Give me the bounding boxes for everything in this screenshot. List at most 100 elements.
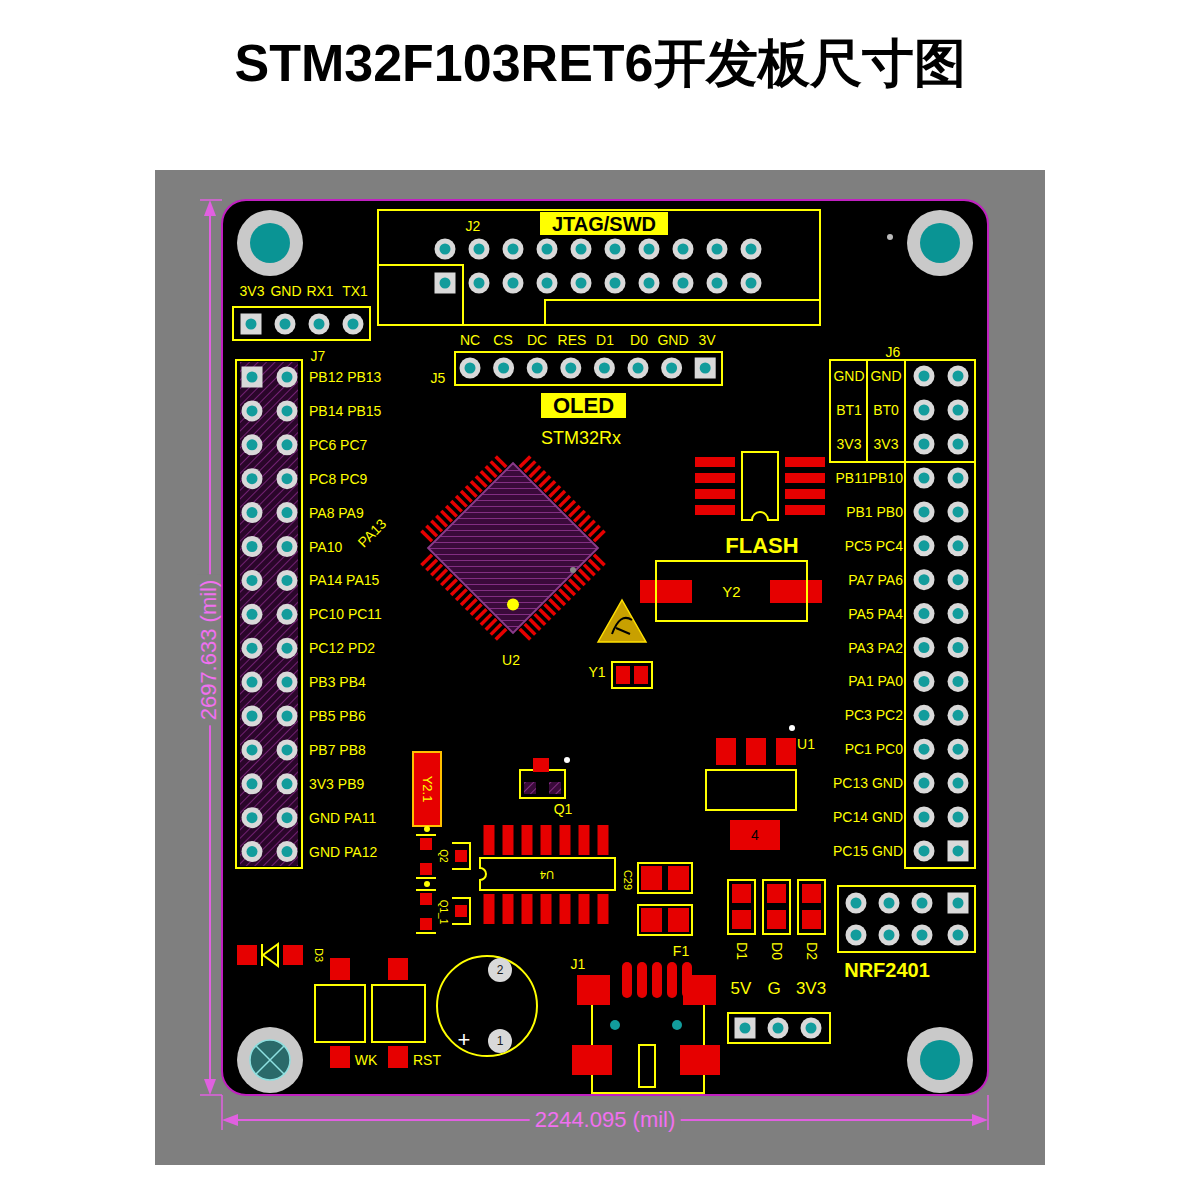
header-pin-hole [712,244,723,255]
pin-label: PC10 PC11 [309,607,382,621]
header-pin-pad [277,468,298,489]
pcb-board [222,200,988,1095]
pin-label: 3V3 [240,284,265,298]
header-pin-hole [610,278,621,289]
silkscreen-label: J6 [886,345,901,359]
header-pin-hole [953,439,964,450]
buzzer-outline [437,956,537,1056]
transistor-pad [524,782,536,794]
button-outline [315,985,365,1042]
transistor-pad [420,863,432,875]
header-pin-pad [914,671,935,692]
header-pin-hole [282,541,293,552]
header-pin-hole [247,575,258,586]
transistor-pad [455,850,467,862]
pin-label: PB3 PB4 [309,675,366,689]
fuse-body [413,752,441,826]
header-pin-pad [914,807,935,828]
transistor-pad [455,905,467,917]
header-pin-hole [599,363,610,374]
node-text: OLED [553,395,614,417]
header-pin-hole [644,244,655,255]
header-pin-pad [673,239,694,260]
extension-line [221,1095,223,1130]
dimension-arrow [222,1114,238,1126]
header-outline [905,360,975,868]
pin-label: D0 [630,333,648,347]
header-pin-hole [953,642,964,653]
ic-pad [579,894,590,924]
header-pin-hole [576,278,587,289]
silkscreen-label: D3 [313,948,324,962]
header-pin-pad [435,239,456,260]
header-pin-hole [953,676,964,687]
header-pin-pad [914,637,935,658]
header-pin-pad [277,841,298,862]
header-pin-hole [953,845,964,856]
header-pin-hole [282,439,293,450]
ic-pad [522,894,533,924]
led-pad [802,884,821,903]
mcu-pad [593,529,606,542]
led-outline [763,880,790,934]
buzzer-pin [488,1029,512,1053]
transistor-pad [549,782,561,794]
ic-pad [695,457,735,467]
header-pin-pad [435,273,456,294]
header-pin-pad [948,807,969,828]
led-pad [767,910,786,929]
header-pin-hole [565,363,576,374]
header-pin-hole [919,676,930,687]
header-pin-pad [277,638,298,659]
header-pin-hole [919,710,930,721]
silkscreen-label: NRF2401 [844,960,930,980]
header-pin-hole [919,371,930,382]
header-pin-hole [247,643,258,654]
header-pin-pad [948,925,969,946]
ic-pad [598,825,609,855]
header-pin-pad [914,569,935,590]
button-pad [388,1046,408,1068]
header-pin-pad [242,570,263,591]
header-pin-pad [309,314,330,335]
header-pin-hole [953,710,964,721]
header-pin-hole [508,278,519,289]
header-pin-pad [661,358,682,379]
button-pad [388,958,408,980]
header-pin-pad [914,366,935,387]
pin-label: PC15 GND [833,844,903,858]
header-pin-hole [282,575,293,586]
header-pin-pad [242,604,263,625]
pin-label: 3V [698,333,715,347]
header-pin-pad [277,706,298,727]
mounting-hole [237,210,303,276]
label-box [830,360,905,462]
silkscreen-label: U2 [502,653,520,667]
header-pin-pad [948,739,969,760]
node-text: Y2 [722,584,740,599]
header-pin-hole [247,609,258,620]
header-pin-hole [247,541,258,552]
button-pad [330,958,350,980]
transistor-pad [533,758,549,772]
header-pin-hole [282,372,293,383]
header-pin-pad [343,314,364,335]
diode-pad [283,945,303,965]
fuse-coil [637,962,647,998]
dimension-label: 2244.095 (mil) [530,1108,681,1132]
pin-label: PC6 PC7 [309,438,367,452]
pin-label: PA7 PA6 [848,573,903,587]
header-pin-pad [879,925,900,946]
polarity-mark: + [458,1029,471,1051]
pin-label: GND PA11 [309,811,376,825]
transistor-pad [420,918,432,930]
header-pin-pad [914,840,935,861]
header-pin-hole [247,812,258,823]
component-outline [416,835,470,878]
silkscreen-label: FLASH [725,535,798,557]
ic-pad [541,894,552,924]
pin-label: TX1 [342,284,368,298]
header-pin-pad [948,671,969,692]
header-pin-pad [242,739,263,760]
